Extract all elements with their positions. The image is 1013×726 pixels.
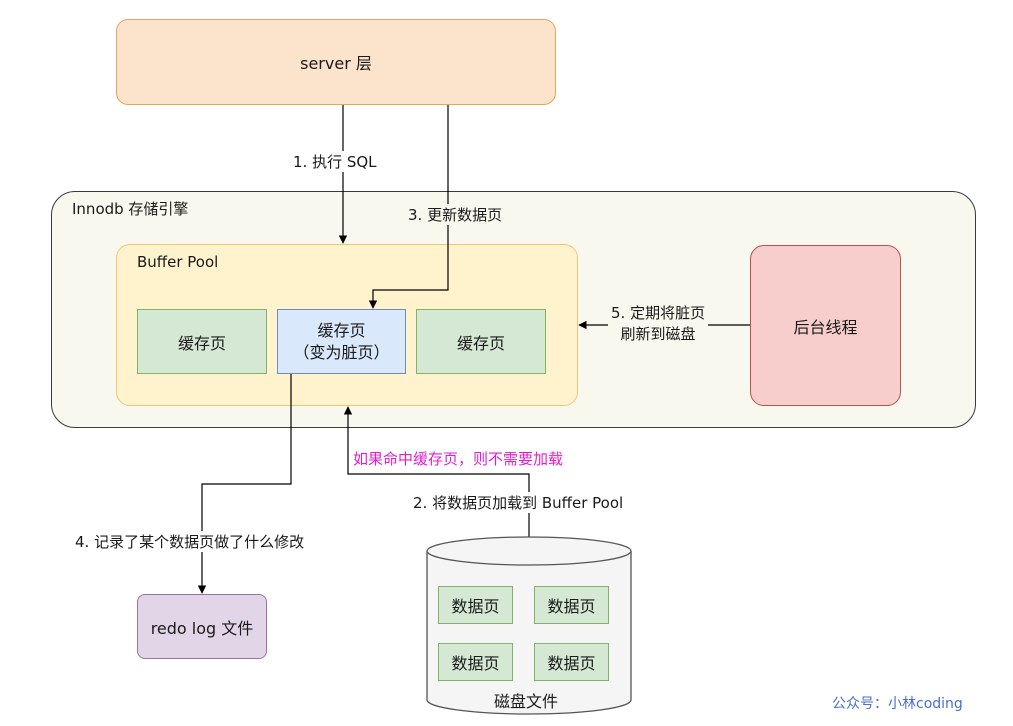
- cache-page-3-label: 缓存页: [456, 333, 505, 353]
- cache-hit-note: 如果命中缓存页，则不需要加载: [351, 448, 566, 469]
- disk-file-label: 磁盘文件: [494, 692, 559, 711]
- disk-data-page-4: 数据页: [534, 643, 609, 681]
- watermark: 公众号：小林coding: [832, 696, 963, 712]
- disk-data-page-3: 数据页: [438, 643, 513, 681]
- server-layer-box: server 层: [116, 19, 556, 105]
- step-5-line-2: 刷新到磁盘: [620, 325, 696, 343]
- disk-data-page-1-label: 数据页: [451, 597, 500, 616]
- cache-page-dirty-note: （变为脏页）: [293, 342, 390, 362]
- step-4-label: 4. 记录了某个数据页做了什么修改: [72, 531, 308, 552]
- cache-page-dirty: 缓存页 （变为脏页）: [277, 309, 406, 374]
- step-2-label: 2. 将数据页加载到 Buffer Pool: [410, 492, 627, 513]
- cache-page-1-label: 缓存页: [177, 333, 226, 353]
- step-3-label: 3. 更新数据页: [405, 204, 506, 225]
- background-thread-box: 后台线程: [750, 245, 901, 406]
- buffer-pool-label: Buffer Pool: [137, 253, 219, 271]
- cache-page-1: 缓存页: [137, 309, 267, 374]
- step-5-line-1: 5. 定期将脏页: [611, 304, 706, 322]
- cache-page-3: 缓存页: [416, 309, 546, 374]
- disk-data-page-3-label: 数据页: [451, 654, 500, 673]
- innodb-engine-label: Innodb 存储引擎: [72, 200, 189, 218]
- disk-data-page-4-label: 数据页: [547, 654, 596, 673]
- redo-log-label: redo log 文件: [150, 618, 254, 638]
- background-thread-label: 后台线程: [793, 317, 858, 337]
- step-5-label: 5. 定期将脏页 刷新到磁盘: [608, 302, 709, 346]
- disk-cylinder-top: [426, 536, 632, 566]
- disk-data-page-2: 数据页: [534, 586, 609, 624]
- cache-page-dirty-label: 缓存页: [317, 320, 366, 340]
- redo-log-box: redo log 文件: [137, 594, 267, 659]
- arrow-load-page: [343, 406, 530, 541]
- server-layer-label: server 层: [300, 54, 372, 73]
- arrow-redo-log: [197, 374, 292, 594]
- arrow-update-page: [368, 105, 449, 309]
- disk-data-page-2-label: 数据页: [547, 597, 596, 616]
- disk-data-page-1: 数据页: [438, 586, 513, 624]
- step-1-label: 1. 执行 SQL: [290, 151, 380, 172]
